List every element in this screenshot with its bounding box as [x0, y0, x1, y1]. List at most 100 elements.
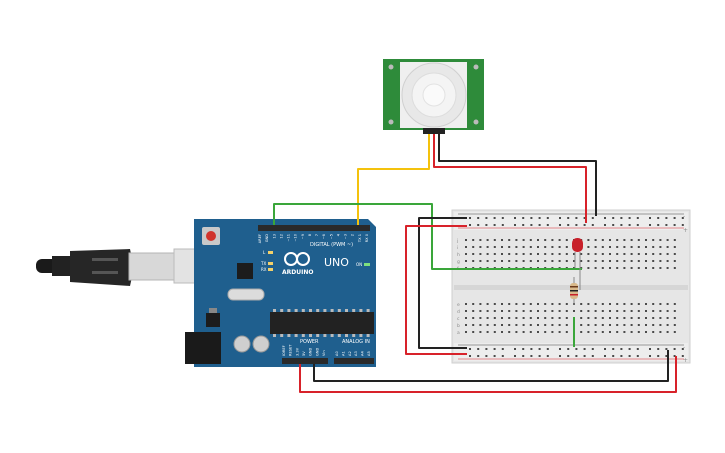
breadboard-hole — [649, 224, 651, 226]
breadboard-hole — [486, 260, 489, 262]
row-letter: d — [457, 309, 460, 315]
breadboard-hole — [604, 217, 606, 219]
breadboard-hole — [575, 217, 578, 219]
breadboard-hole — [529, 324, 532, 326]
breadboard-hole — [630, 267, 633, 269]
breadboard-hole — [616, 331, 619, 333]
power-header — [282, 358, 328, 364]
chip-pin — [287, 334, 291, 337]
breadboard-hole — [544, 310, 547, 312]
breadboard-hole — [551, 317, 554, 319]
breadboard-hole — [551, 253, 554, 255]
breadboard-hole — [537, 303, 539, 305]
breadboard-hole — [587, 303, 590, 305]
breadboard-hole — [565, 260, 568, 262]
breadboard-hole — [551, 239, 554, 241]
breadboard-hole — [609, 303, 611, 305]
breadboard-hole — [501, 317, 503, 319]
breadboard-hole — [508, 317, 511, 319]
breadboard-hole — [601, 260, 604, 262]
breadboard-hole — [591, 217, 594, 219]
breadboard-hole — [551, 260, 554, 262]
breadboard-hole — [514, 217, 516, 219]
breadboard-hole — [609, 267, 611, 269]
breadboard-hole — [594, 317, 597, 319]
breadboard-hole — [637, 324, 640, 326]
breadboard-hole — [465, 324, 467, 326]
breadboard-hole — [537, 260, 539, 262]
breadboard-hole — [673, 267, 676, 269]
breadboard-hole — [580, 260, 583, 262]
breadboard-hole — [501, 260, 503, 262]
breadboard-hole — [486, 246, 489, 248]
breadboard-hole — [567, 224, 570, 226]
breadboard-hole — [479, 253, 482, 255]
pin-label: 13 — [272, 234, 276, 239]
breadboard-hole — [604, 355, 606, 357]
breadboard-hole — [591, 348, 594, 350]
breadboard-hole — [628, 217, 631, 219]
chip-pin — [294, 309, 298, 312]
breadboard-hole — [485, 224, 488, 226]
breadboard-hole — [573, 253, 575, 255]
breadboard-hole — [637, 317, 640, 319]
breadboard-hole — [612, 224, 615, 226]
breadboard-hole — [673, 317, 676, 319]
chip-pin — [345, 309, 348, 312]
breadboard-hole — [469, 224, 471, 226]
breadboard-hole — [469, 217, 471, 219]
breadboard-hole — [537, 246, 539, 248]
row-letter: g — [457, 260, 460, 265]
wire-red-5v — [299, 356, 677, 393]
breadboard-hole — [565, 253, 568, 255]
chip-pin — [280, 334, 284, 337]
breadboard-hole — [649, 355, 651, 357]
breadboard-hole — [609, 260, 611, 262]
breadboard-hole — [501, 324, 503, 326]
breadboard-hole — [673, 355, 676, 357]
breadboard-hole — [501, 310, 503, 312]
breadboard-hole — [538, 217, 541, 219]
breadboard-hole — [493, 317, 496, 319]
chip-pin — [294, 334, 298, 337]
breadboard-hole — [493, 224, 496, 226]
breadboard-hole — [636, 355, 639, 357]
breadboard-hole — [514, 224, 516, 226]
breadboard-hole — [652, 253, 655, 255]
breadboard-hole — [616, 310, 619, 312]
breadboard-hole — [601, 310, 604, 312]
breadboard-hole — [673, 331, 676, 333]
breadboard-hole — [657, 224, 660, 226]
pin-label: ~3 — [344, 234, 348, 239]
breadboard-hole — [529, 310, 532, 312]
breadboard-hole — [514, 348, 516, 350]
breadboard-hole — [591, 355, 594, 357]
chip-pin — [366, 334, 370, 337]
breadboard-hole — [609, 239, 611, 241]
breadboard-hole — [659, 303, 662, 305]
breadboard-hole — [515, 253, 518, 255]
breadboard-hole — [659, 239, 662, 241]
breadboard-hole — [559, 217, 561, 219]
pin-label: 3.3V — [295, 347, 299, 356]
chip-pin — [352, 334, 356, 337]
chip-pin — [273, 309, 276, 312]
breadboard-hole — [469, 348, 471, 350]
chip-pins — [273, 309, 370, 337]
breadboard-hole — [630, 324, 633, 326]
digital-label: DIGITAL (PWM ~) — [310, 242, 353, 248]
pin-label: ~5 — [329, 234, 333, 239]
breadboard-hole — [493, 310, 496, 312]
breadboard-hole — [508, 260, 511, 262]
breadboard-hole — [486, 324, 489, 326]
chip-pin — [337, 309, 341, 312]
breadboard-hole — [665, 217, 668, 219]
breadboard-hole — [515, 324, 518, 326]
breadboard-hole — [551, 303, 554, 305]
breadboard-hole — [522, 303, 525, 305]
breadboard-hole — [673, 310, 676, 312]
breadboard-hole — [465, 260, 467, 262]
analog-header — [334, 358, 374, 364]
